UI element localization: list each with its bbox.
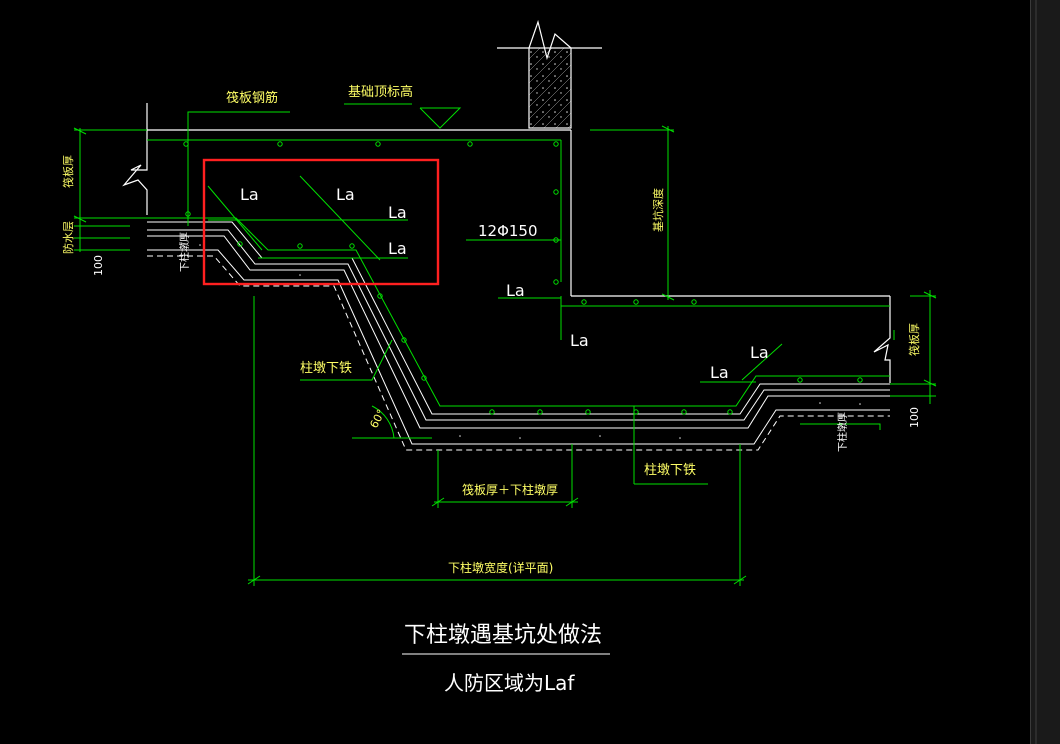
label-la-3: La: [388, 203, 407, 222]
rebar-lines: [147, 103, 890, 485]
anchor-labels: La La La La La La La La La 12Φ150: [240, 185, 769, 382]
label-angle: 60°: [367, 407, 388, 430]
label-la-5: La: [506, 281, 525, 300]
label-pier-bottom-rebar-right: 柱墩下铁: [644, 463, 696, 478]
yellow-labels: 筏板钢筋 基础顶标高 柱墩下铁 柱墩下铁 筏板厚＋下柱墩厚 下柱墩宽度(详平面)…: [226, 84, 696, 575]
label-foundation-top: 基础顶标高: [348, 84, 413, 100]
label-raft-thickness-right: 筏板厚: [907, 323, 921, 356]
bottom-layers: [147, 221, 890, 451]
label-raft-thickness-left: 筏板厚: [61, 155, 75, 188]
label-la-7: La: [750, 343, 769, 362]
label-dim-100-left: 100: [92, 255, 105, 276]
label-waterproof-layer: 防水层: [61, 221, 75, 254]
drawing-title: 下柱墩遇基坑处做法 人防区域为Laf: [404, 623, 602, 695]
label-raft-rebar: 筏板钢筋: [226, 90, 278, 106]
label-rebar-spec: 12Φ150: [478, 222, 538, 240]
label-la-4: La: [388, 239, 407, 258]
label-la-1: La: [240, 185, 259, 204]
highlight-box[interactable]: [202, 158, 440, 286]
label-pier-bottom-rebar-left: 柱墩下铁: [300, 361, 352, 376]
raft-outline: [122, 103, 891, 383]
label-pier-width: 下柱墩宽度(详平面): [448, 560, 553, 575]
label-lower-pier-thickness-left: 下柱墩厚: [178, 232, 191, 272]
label-la-6: La: [570, 331, 589, 350]
title-sub: 人防区域为Laf: [444, 671, 575, 695]
cushion-dots: [179, 242, 861, 439]
dimension-lines: [73, 125, 937, 586]
rebar-dots: [183, 141, 863, 415]
elevation-marker: [419, 107, 462, 129]
label-la-8: La: [710, 363, 729, 382]
label-lower-pier-thickness-right: 下柱墩厚: [836, 412, 849, 452]
label-pit-depth: 基坑深度: [651, 188, 665, 232]
column-wall: [497, 19, 602, 129]
vertical-labels: 筏板厚 防水层 100 下柱墩厚 基坑深度 筏板厚 100 下柱墩厚: [61, 155, 921, 452]
label-raft-plus-pier: 筏板厚＋下柱墩厚: [462, 482, 558, 497]
label-dim-100-right: 100: [908, 407, 921, 428]
right-scrollbar[interactable]: [1030, 0, 1060, 744]
title-main: 下柱墩遇基坑处做法: [404, 623, 602, 648]
scrollbar-track[interactable]: [1035, 0, 1037, 744]
label-la-2: La: [336, 185, 355, 204]
